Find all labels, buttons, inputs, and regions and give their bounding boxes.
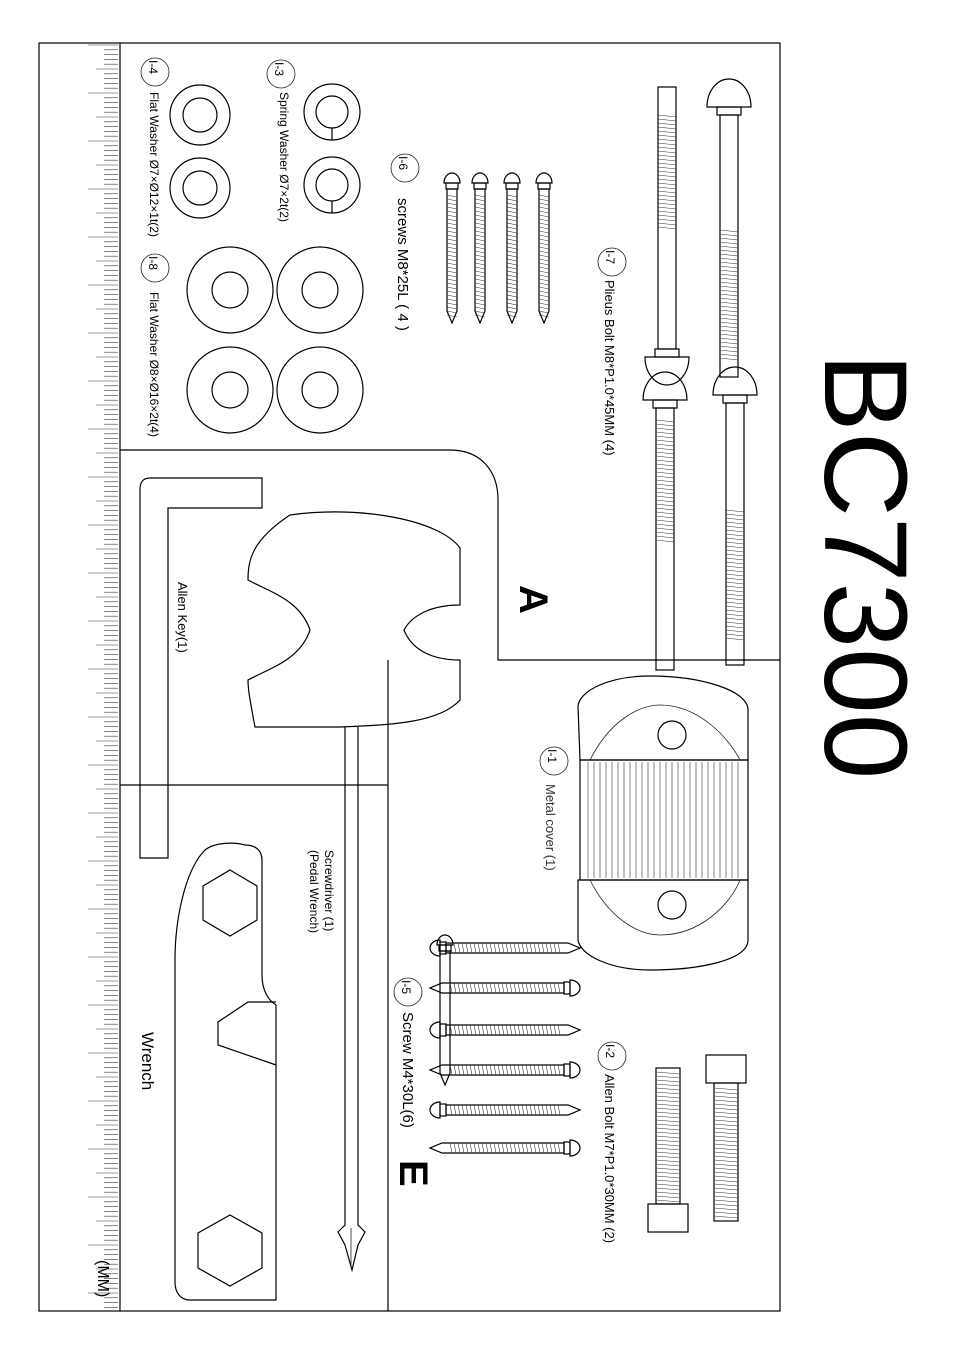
section-letter-e: E: [391, 1160, 435, 1187]
part-i7-code: I-7: [603, 250, 617, 264]
part-i4-code: I-4: [146, 60, 160, 74]
part-i7-callout: I-7 Plieus Bolt M8*P1.0*45MM (4): [597, 247, 627, 456]
screw-m4-5: [429, 1101, 581, 1119]
part-i3-label: Spring Washer Ø7×2t(2): [277, 92, 291, 222]
screw-m4-group: [429, 934, 581, 1157]
allen-bolt-2-head: [647, 1203, 689, 1233]
part-i8-callout: I-8 Flat Washer Ø8×Ø16×2t(4): [140, 253, 170, 437]
screwdriver-label-1: Screwdriver (1): [322, 850, 336, 931]
part-i6-callout: I-6 screws M8*25L ( 4 ): [390, 153, 420, 331]
flat-washer-large-group: [186, 246, 364, 434]
sheet-frame: [38, 42, 781, 1312]
allen-key-label: Allen Key(1): [175, 582, 190, 653]
part-i1-callout: I-1 Metal cover (1): [539, 746, 569, 871]
wrench: [174, 842, 277, 1301]
ruler-unit-label: (MM): [94, 1260, 111, 1297]
part-i1-code: I-1: [545, 749, 559, 763]
part-i3-code: I-3: [272, 62, 286, 76]
part-i2-label: Allen Bolt M7*P1.0*30MM (2): [602, 1074, 617, 1243]
screws-m8-group: [443, 172, 553, 324]
allen-key: [139, 477, 263, 859]
screw-m4-6: [429, 1139, 581, 1157]
screw-m4-1: [436, 934, 454, 1086]
part-i5-label: Screw M4*30L(6): [399, 1012, 416, 1128]
part-i7-label: Plieus Bolt M8*P1.0*45MM (4): [602, 280, 617, 456]
section-letter-a: A: [511, 585, 555, 614]
part-i5-code: I-5: [399, 980, 413, 994]
screwdriver-pedal-wrench: [247, 511, 461, 1273]
part-i6-code: I-6: [396, 156, 410, 170]
part-i8-code: I-8: [146, 256, 160, 270]
flat-washer-small-group: [169, 84, 231, 219]
screw-m4-3: [429, 1021, 581, 1039]
part-i2-callout: I-2 Allen Bolt M7*P1.0*30MM (2): [597, 1041, 627, 1243]
wrench-hex-small: [197, 1214, 263, 1287]
plieus-bolt-3: [712, 366, 758, 666]
spring-washer-group: [303, 83, 361, 214]
screw-m4-2: [429, 979, 581, 997]
mm-ruler: [88, 44, 118, 1308]
screw-m4-4: [429, 1061, 581, 1079]
metal-cover: [577, 675, 749, 971]
part-i5-callout: I-5 Screw M4*30L(6): [393, 977, 423, 1128]
plieus-bolt-1: [706, 78, 752, 378]
part-i4-callout: I-4 Flat Washer Ø7×Ø12×1t(2): [140, 57, 170, 237]
wrench-label: Wrench: [138, 1032, 157, 1090]
allen-bolt-1-head: [705, 1054, 747, 1084]
part-i2-code: I-2: [603, 1044, 617, 1058]
plieus-bolt-group: [642, 78, 758, 671]
part-i8-label: Flat Washer Ø8×Ø16×2t(4): [147, 292, 161, 437]
part-i1-label: Metal cover (1): [543, 784, 558, 871]
screw-m4-1b: [429, 939, 581, 957]
part-i3-callout: I-3 Spring Washer Ø7×2t(2): [266, 59, 296, 222]
part-i6-label: screws M8*25L ( 4 ): [394, 198, 411, 331]
model-title: BC7300: [799, 353, 931, 779]
metal-cover-ribs: [587, 762, 739, 878]
wrench-hex-large: [202, 869, 258, 937]
screwdriver-label-2: (Pedal Wrench): [307, 850, 321, 933]
part-i4-label: Flat Washer Ø7×Ø12×1t(2): [147, 92, 161, 237]
thread-hatching: [446, 114, 745, 1219]
section-dividers: [120, 449, 780, 1311]
